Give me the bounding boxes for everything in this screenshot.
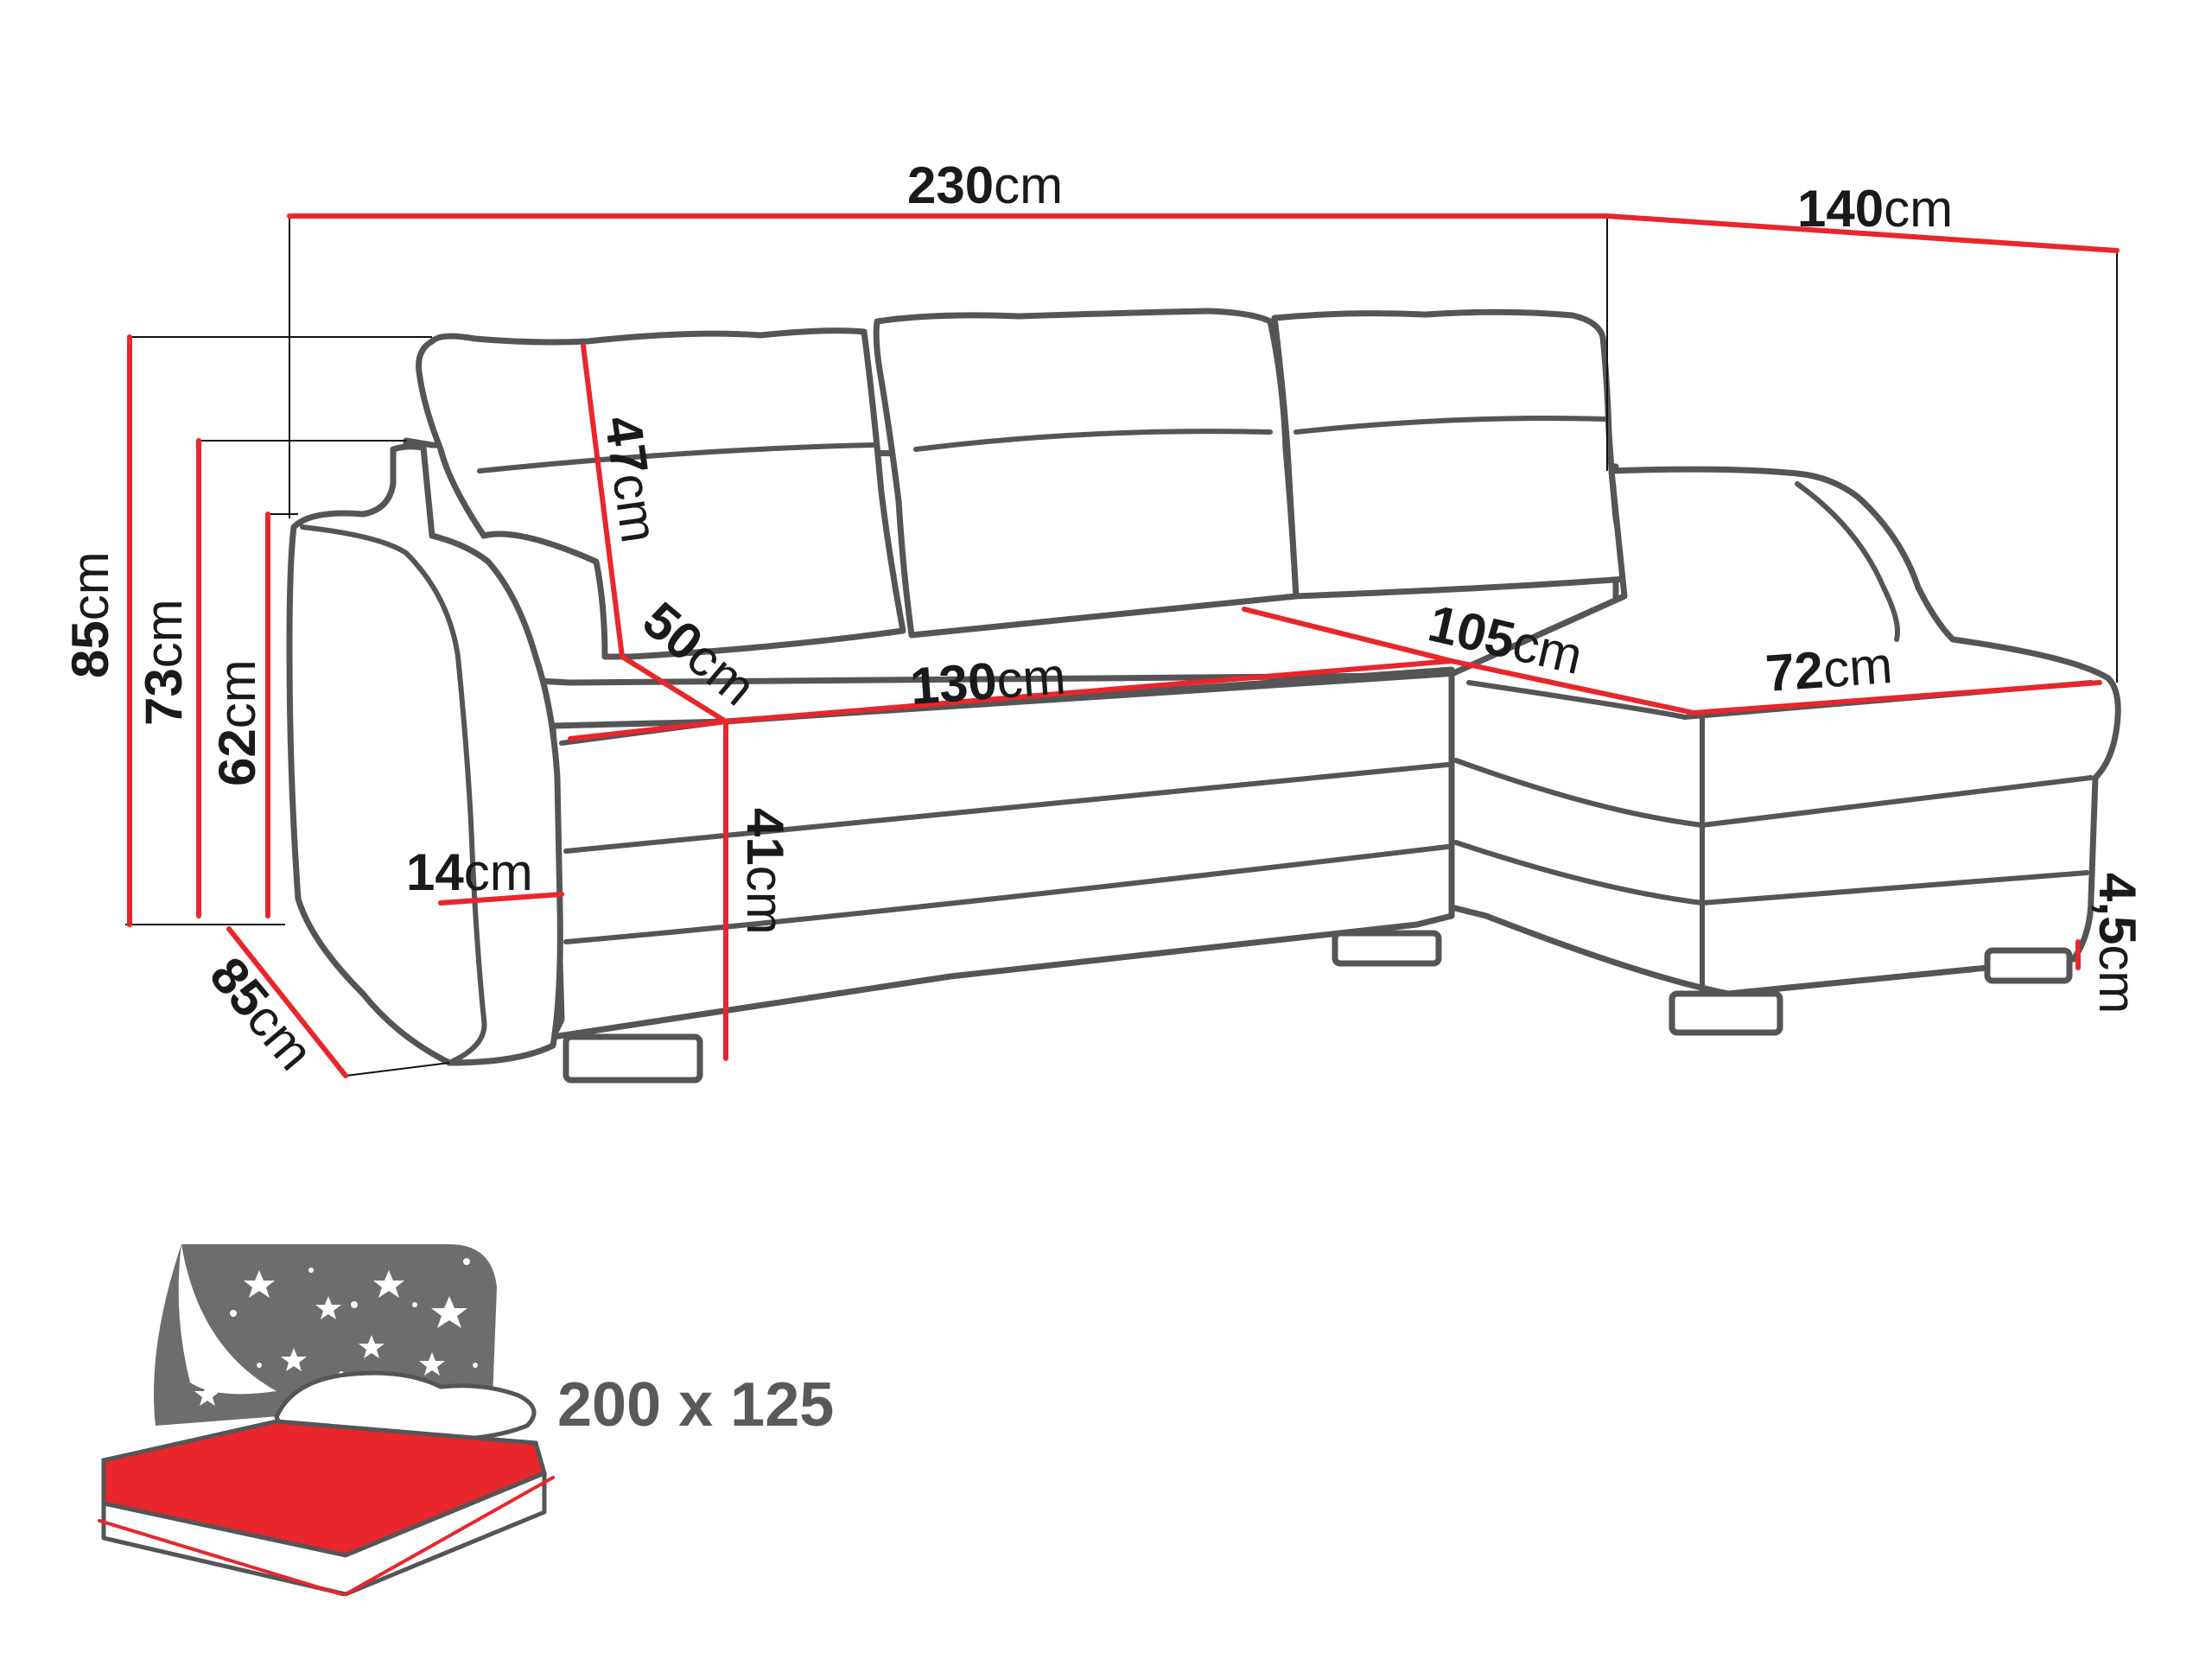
dim-line-chaise-depth [1605, 213, 2120, 253]
label-back-height: 73cm [135, 599, 193, 726]
dim-line-seat-depth [620, 654, 728, 724]
bed-arrow-width [344, 1476, 555, 1596]
label-backrest-height: 47cm [594, 412, 669, 546]
seat-front-seam-1 [563, 762, 1450, 854]
armrest-inner-curve [300, 524, 487, 1065]
chaise-front-seam-1 [1453, 758, 2094, 829]
dim-line-backrest-height [581, 343, 625, 659]
label-armrest-height: 62cm [208, 659, 266, 786]
label-chaise-depth: 140cm [1797, 180, 1953, 238]
chaise-front-seam-2 [1453, 840, 2089, 906]
bed-arrow-length [98, 1519, 343, 1596]
dim-line-chaise-width [1449, 658, 2102, 716]
sleeping-area-icon: 200 x 125 [98, 1244, 834, 1597]
chaise-longue [1448, 466, 2121, 997]
label-total-height: 85cm [61, 551, 119, 678]
sleeping-area-size: 200 x 125 [557, 1370, 834, 1440]
dim-line-chaise-length [1242, 607, 1454, 664]
leg-front-left [563, 1033, 703, 1084]
leg-chaise-front [1669, 990, 1783, 1036]
seat-front-seam-2 [563, 844, 1450, 944]
cushion-seam-middle [913, 429, 1273, 452]
label-armrest-width: 14cm [406, 843, 533, 901]
chaise-top-edge [1466, 680, 2094, 721]
label-chaise-width: 72cm [1764, 636, 1894, 702]
extension-guides [125, 216, 2118, 1077]
label-leg-height: 4,5cm [2088, 873, 2146, 1014]
leg-chaise-back [1984, 947, 2073, 984]
sofa-drawing [286, 308, 2121, 1084]
back-cushion-left [416, 327, 906, 660]
left-armrest [286, 443, 563, 1066]
dim-line-depth [226, 926, 348, 1078]
label-seat-height: 41cm [736, 808, 794, 935]
star-icons [194, 1258, 478, 1406]
cushion-seam-right [1294, 416, 1608, 435]
night-sky-curve [178, 1244, 276, 1395]
label-total-width: 230cm [907, 156, 1063, 214]
back-cushion-right [1271, 308, 1628, 600]
dimension-lines [127, 213, 2120, 1078]
label-seat-width: 130cm [908, 647, 1067, 715]
back-cushion-middle [873, 308, 1300, 639]
chaise-armrest-inner [1795, 481, 1900, 642]
cushion-seam-left [477, 442, 875, 474]
dim-line-armrest-width [438, 892, 564, 906]
leg-front-middle [1332, 930, 1442, 967]
